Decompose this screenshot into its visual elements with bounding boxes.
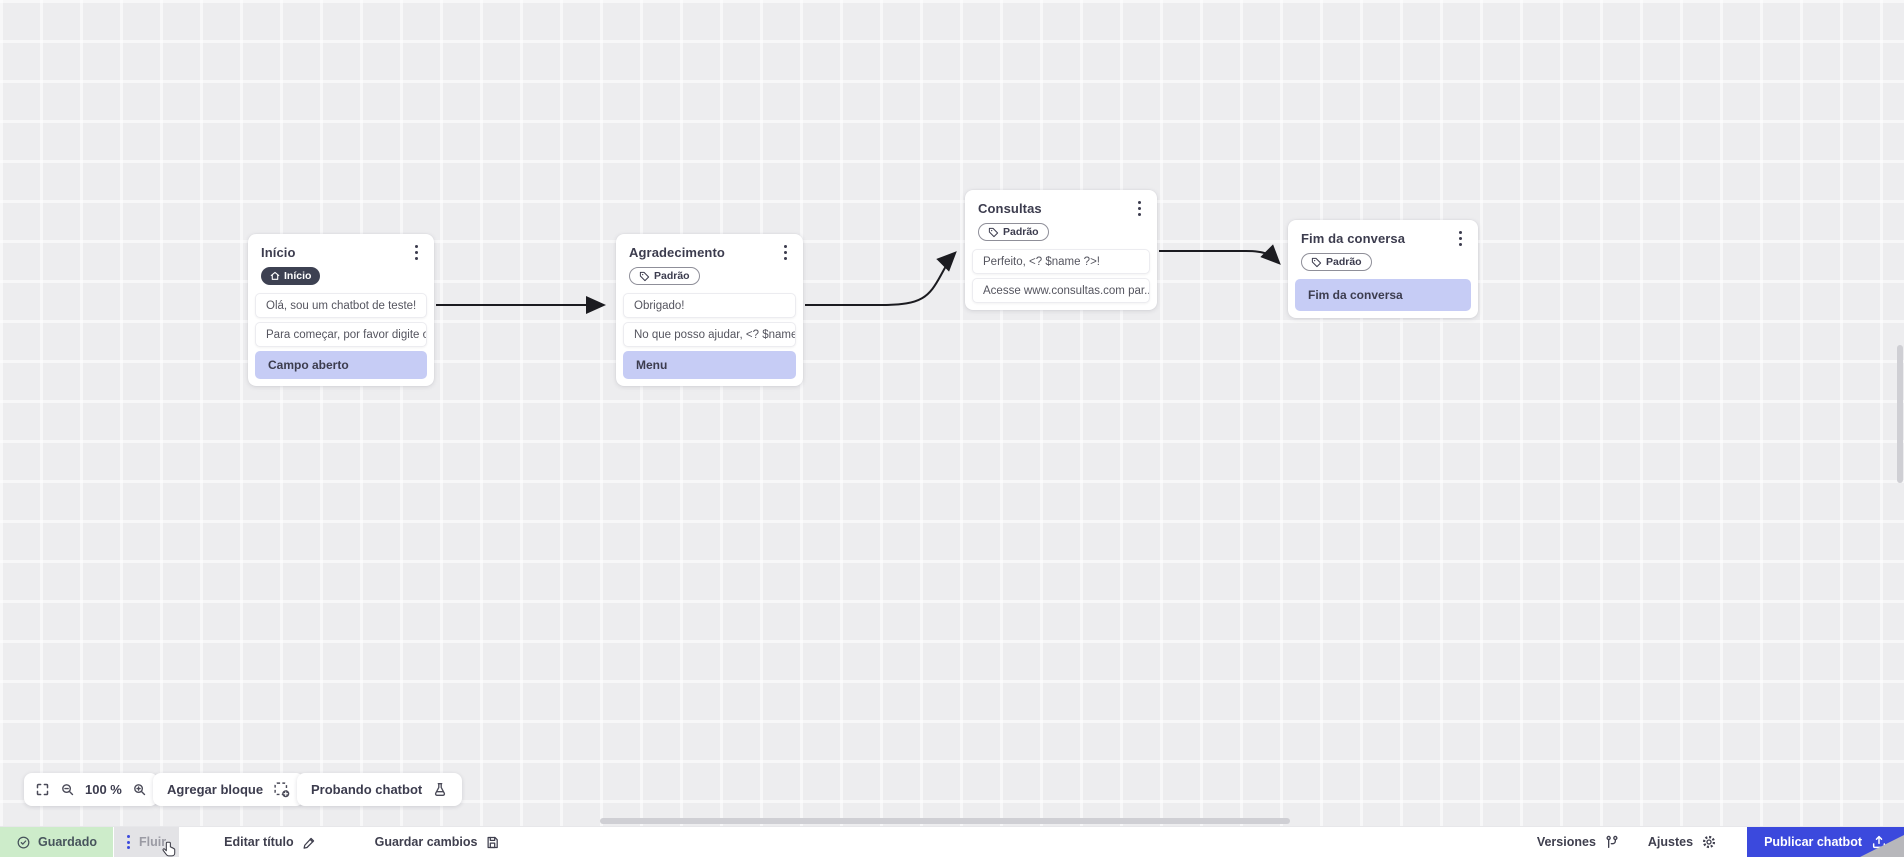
node-type-badge: Início [261, 267, 320, 285]
tag-icon [988, 227, 999, 238]
flow-tab-label: Fluir [139, 835, 166, 849]
kebab-menu-icon[interactable] [1135, 199, 1144, 218]
node-title: Agradecimento [629, 245, 725, 260]
add-block-button[interactable]: Agregar bloque [153, 773, 304, 806]
node-message-row[interactable]: Obrigado! [623, 293, 796, 318]
versions-button[interactable]: Versiones [1523, 827, 1634, 857]
check-circle-icon [16, 835, 31, 850]
saved-status-badge: Guardado [0, 827, 113, 857]
fullscreen-icon[interactable] [35, 782, 50, 797]
kebab-menu-icon[interactable] [412, 243, 421, 262]
node-message-row[interactable]: Para começar, por favor digite o ... [255, 322, 427, 347]
node-title: Início [261, 245, 296, 260]
node-message-row[interactable]: Perfeito, <? $name ?>! [972, 249, 1150, 274]
test-chatbot-button[interactable]: Probando chatbot [297, 773, 462, 806]
kebab-menu-icon[interactable] [1456, 229, 1465, 248]
horizontal-scrollbar[interactable] [600, 818, 1290, 824]
test-chatbot-label: Probando chatbot [311, 782, 422, 797]
gear-icon [1701, 834, 1717, 850]
connection-consultas-fim [1159, 251, 1278, 262]
branch-icon [1604, 834, 1620, 850]
kebab-menu-icon[interactable] [127, 835, 130, 849]
pencil-icon [302, 835, 317, 850]
node-message-row[interactable]: Olá, sou um chatbot de teste! [255, 293, 427, 318]
tab-fluir[interactable]: Fluir [114, 827, 179, 857]
status-bar: Guardado Fluir Editar título Guardar cam… [0, 826, 1904, 857]
node-type-badge: Padrão [629, 267, 700, 285]
zoom-level: 100 % [85, 782, 122, 797]
kebab-menu-icon[interactable] [781, 243, 790, 262]
home-icon [270, 271, 280, 281]
node-action-row[interactable]: Fim da conversa [1295, 279, 1471, 311]
flow-node-agradecimento[interactable]: Agradecimento Padrão Obrigado! No que po… [616, 234, 803, 386]
settings-button[interactable]: Ajustes [1634, 827, 1731, 857]
flow-node-consultas[interactable]: Consultas Padrão Perfeito, <? $name ?>! … [965, 190, 1157, 310]
add-block-label: Agregar bloque [167, 782, 263, 797]
save-changes-button[interactable]: Guardar cambios [361, 827, 515, 857]
window-resize-corner [1860, 835, 1904, 857]
zoom-out-icon[interactable] [60, 782, 75, 797]
connection-agradecimento-consultas [805, 254, 954, 305]
node-type-badge: Padrão [978, 223, 1049, 241]
saved-label: Guardado [38, 835, 97, 849]
vertical-scrollbar[interactable] [1897, 345, 1903, 483]
tag-icon [1311, 257, 1322, 268]
flow-node-inicio[interactable]: Início Início Olá, sou um chatbot de tes… [248, 234, 434, 386]
node-type-badge: Padrão [1301, 253, 1372, 271]
node-action-row[interactable]: Menu [623, 351, 796, 379]
flask-icon [432, 782, 448, 798]
node-title: Consultas [978, 201, 1042, 216]
node-action-row[interactable]: Campo aberto [255, 351, 427, 379]
zoom-in-icon[interactable] [132, 782, 147, 797]
zoom-panel: 100 % [24, 773, 158, 806]
node-message-row[interactable]: No que posso ajudar, <? $name ... [623, 322, 796, 347]
flow-node-fim-da-conversa[interactable]: Fim da conversa Padrão Fim da conversa [1288, 220, 1478, 318]
tag-icon [639, 271, 650, 282]
node-message-row[interactable]: Acesse www.consultas.com par... [972, 278, 1150, 303]
edit-title-button[interactable]: Editar título [210, 827, 330, 857]
node-title: Fim da conversa [1301, 231, 1405, 246]
add-block-icon [273, 781, 290, 798]
floppy-icon [485, 835, 500, 850]
